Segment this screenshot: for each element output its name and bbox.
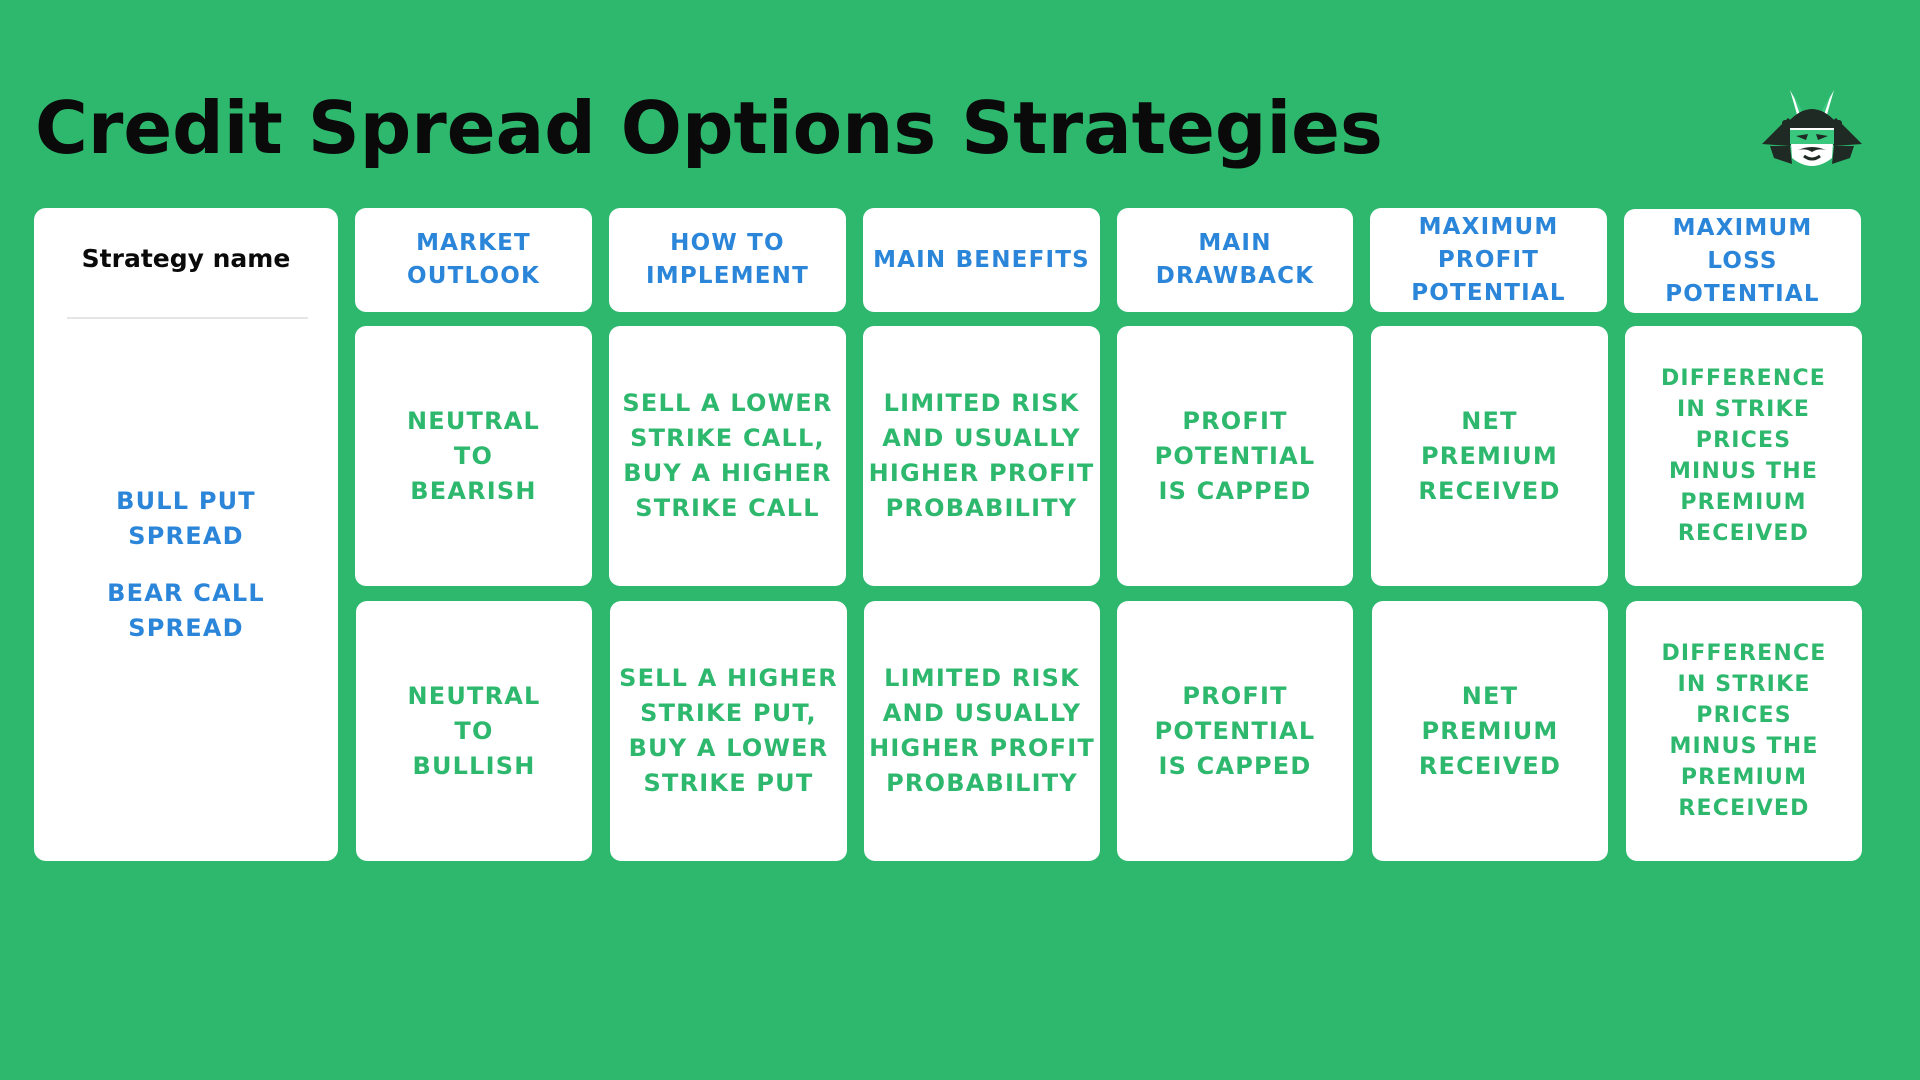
column-header-label: HOW TO IMPLEMENT <box>645 230 809 289</box>
cell-bull-put-how-to-implement: SELL A HIGHER STRIKE PUT, BUY A LOWER ST… <box>610 601 847 861</box>
row-name-bull-put-spread: BULL PUT SPREAD <box>34 482 338 556</box>
column-header-main-drawback: MAIN DRAWBACK <box>1117 208 1353 312</box>
cell-bear-call-maximum-profit: NET PREMIUM RECEIVED <box>1371 326 1608 586</box>
row-name-bear-call-spread: BEAR CALL SPREAD <box>34 574 338 648</box>
column-header-label: MAIN DRAWBACK <box>1155 230 1315 289</box>
cell-text: NET PREMIUM RECEIVED <box>1418 681 1562 780</box>
column-header-label: MAXIMUM LOSS POTENTIAL <box>1665 214 1820 307</box>
column-header-label: MAXIMUM PROFIT POTENTIAL <box>1411 213 1566 306</box>
cell-bull-put-main-drawback: PROFIT POTENTIAL IS CAPPED <box>1117 601 1353 861</box>
cell-bear-call-main-benefits: LIMITED RISK AND USUALLY HIGHER PROFIT P… <box>863 326 1100 586</box>
cell-bull-put-market-outlook: NEUTRAL TO BULLISH <box>356 601 592 861</box>
strategy-name-label: BULL PUT SPREAD <box>116 487 256 550</box>
column-header-how-to-implement: HOW TO IMPLEMENT <box>609 208 846 312</box>
cell-bear-call-maximum-loss: DIFFERENCE IN STRIKE PRICES MINUS THE PR… <box>1625 326 1862 586</box>
cell-text: SELL A HIGHER STRIKE PUT, BUY A LOWER ST… <box>619 664 838 797</box>
strategy-name-label: BEAR CALL SPREAD <box>107 579 265 642</box>
strategy-name-column: Strategy name BEAR CALL SPREAD BULL PUT … <box>34 208 338 861</box>
cell-text: LIMITED RISK AND USUALLY HIGHER PROFIT P… <box>868 389 1095 522</box>
column-header-maximum-profit-potential: MAXIMUM PROFIT POTENTIAL <box>1370 208 1607 312</box>
cell-bull-put-maximum-loss: DIFFERENCE IN STRIKE PRICES MINUS THE PR… <box>1626 601 1862 861</box>
cell-text: DIFFERENCE IN STRIKE PRICES MINUS THE PR… <box>1660 366 1827 546</box>
cell-text: NEUTRAL TO BEARISH <box>406 406 541 505</box>
cell-text: SELL A LOWER STRIKE CALL, BUY A HIGHER S… <box>622 389 833 522</box>
column-header-label: MARKET OUTLOOK <box>406 230 541 289</box>
cell-bull-put-main-benefits: LIMITED RISK AND USUALLY HIGHER PROFIT P… <box>864 601 1100 861</box>
cell-text: PROFIT POTENTIAL IS CAPPED <box>1154 681 1316 780</box>
divider <box>67 317 308 319</box>
column-header-market-outlook: MARKET OUTLOOK <box>355 208 592 312</box>
samurai-mask-icon <box>1762 90 1862 166</box>
cell-bear-call-market-outlook: NEUTRAL TO BEARISH <box>355 326 592 586</box>
strategy-name-header: Strategy name <box>81 243 291 273</box>
cell-text: NET PREMIUM RECEIVED <box>1418 406 1561 505</box>
cell-bear-call-main-drawback: PROFIT POTENTIAL IS CAPPED <box>1117 326 1353 586</box>
column-header-main-benefits: MAIN BENEFITS <box>863 208 1100 312</box>
column-header-label: MAIN BENEFITS <box>873 246 1090 273</box>
cell-bear-call-how-to-implement: SELL A LOWER STRIKE CALL, BUY A HIGHER S… <box>609 326 846 586</box>
cell-text: NEUTRAL TO BULLISH <box>407 681 541 780</box>
page-title: Credit Spread Options Strategies <box>35 86 1383 170</box>
cell-text: PROFIT POTENTIAL IS CAPPED <box>1154 406 1316 505</box>
column-header-maximum-loss-potential: MAXIMUM LOSS POTENTIAL <box>1624 209 1861 313</box>
cell-text: DIFFERENCE IN STRIKE PRICES MINUS THE PR… <box>1661 641 1827 821</box>
cell-bull-put-maximum-profit: NET PREMIUM RECEIVED <box>1372 601 1608 861</box>
cell-text: LIMITED RISK AND USUALLY HIGHER PROFIT P… <box>869 664 1095 797</box>
